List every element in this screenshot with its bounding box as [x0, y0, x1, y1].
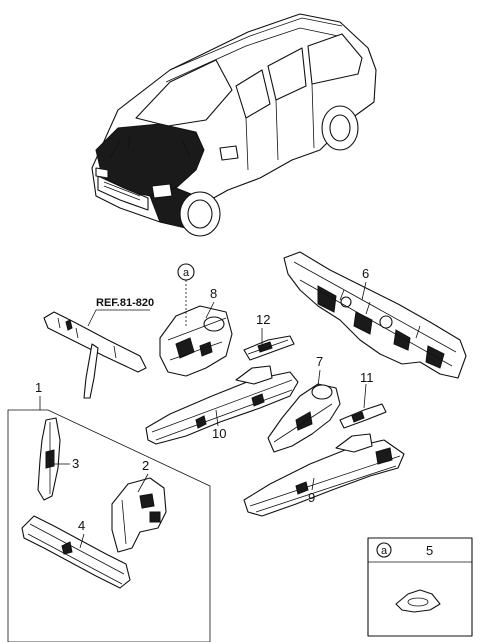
detail-marker-letter: a: [183, 267, 190, 279]
bracket-11-part[interactable]: [339, 403, 387, 429]
assembly-1-box: [7, 409, 211, 642]
pillar-3-part[interactable]: [37, 417, 61, 501]
callout-1: 1: [35, 380, 42, 395]
apron-right-part[interactable]: [267, 383, 341, 453]
callout-9: 9: [308, 490, 315, 505]
callout-2: 2: [142, 458, 149, 473]
inset-detail-box: a 5: [367, 537, 473, 637]
reference-label: REF.81-820: [96, 297, 154, 309]
bracket-12-part[interactable]: [243, 335, 295, 361]
inset-marker: a: [381, 545, 388, 557]
side-member-right-part[interactable]: [243, 433, 405, 517]
crossmember-4-part[interactable]: [21, 515, 131, 589]
callout-3: 3: [72, 456, 79, 471]
callout-12: 12: [256, 312, 270, 327]
side-member-left-part[interactable]: [145, 365, 299, 445]
callout-10: 10: [212, 426, 226, 441]
bracket-2-part[interactable]: [111, 477, 167, 553]
callout-8: 8: [210, 286, 217, 301]
leader-lines: [39, 280, 367, 549]
front-upper-member: [43, 311, 147, 399]
callout-4: 4: [78, 518, 85, 533]
callout-7: 7: [316, 354, 323, 369]
dash-panel-part[interactable]: [283, 251, 467, 379]
apron-left-part[interactable]: [159, 305, 233, 377]
callout-6: 6: [362, 266, 369, 281]
inset-part-number: 5: [426, 543, 433, 558]
callout-labels: 1 2 3 4 6 7 8 9 10 11 12 REF.81-820: [35, 266, 374, 533]
pad-5-part[interactable]: [395, 589, 441, 613]
vehicle-illustration: [91, 13, 377, 237]
detail-marker[interactable]: a: [177, 263, 195, 281]
callout-11: 11: [360, 370, 374, 385]
